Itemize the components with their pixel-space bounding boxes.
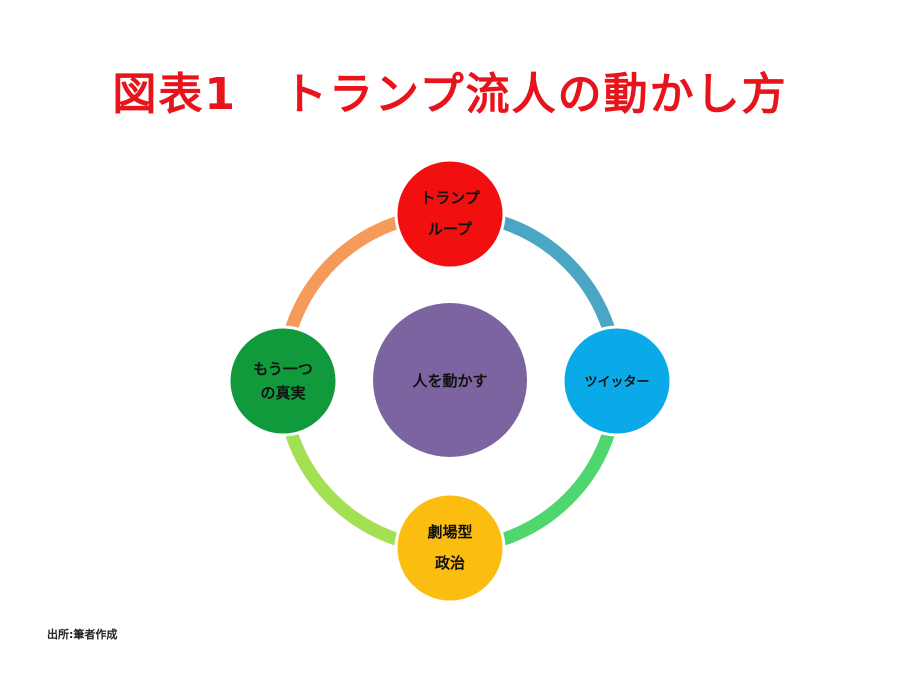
page-title: 図表1 トランプ流人の動かし方 bbox=[112, 69, 788, 120]
center-label: 人を動かす bbox=[412, 372, 487, 390]
center-circle bbox=[373, 303, 527, 457]
node-label-line: の真実 bbox=[260, 384, 305, 402]
node-label-line: ツイッター bbox=[584, 375, 649, 390]
node-label-line: 劇場型 bbox=[427, 523, 472, 541]
node-label-line: 政治 bbox=[435, 554, 465, 572]
source-note: 出所:筆者作成 bbox=[47, 628, 118, 641]
node-theater-politics: 劇場型 政治 bbox=[394, 492, 506, 604]
node-label-line: ループ bbox=[428, 220, 473, 238]
node-trump-loop: トランプ ループ bbox=[394, 158, 506, 270]
node-label-line: もう一つ bbox=[253, 360, 313, 378]
node-twitter: ツイッター bbox=[561, 325, 673, 437]
node-another-truth: もう一つ の真実 bbox=[227, 325, 339, 437]
node-label-line: トランプ bbox=[420, 189, 481, 207]
